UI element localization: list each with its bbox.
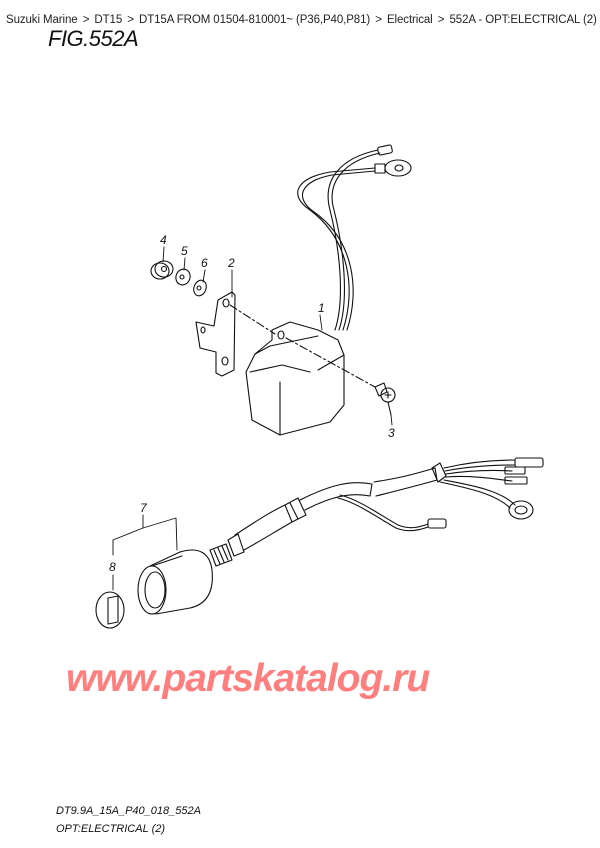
breadcrumb-item-current: 552A - OPT:ELECTRICAL (2) xyxy=(449,14,597,26)
breadcrumb-item-suzuki-marine[interactable]: Suzuki Marine xyxy=(6,14,78,26)
callout-7[interactable]: 7 xyxy=(140,501,148,515)
callout-2[interactable]: 2 xyxy=(227,256,235,270)
figure-code: DT9.9A_15A_P40_018_552A xyxy=(56,805,201,817)
callout-3[interactable]: 3 xyxy=(388,426,395,440)
breadcrumb-item-electrical[interactable]: Electrical xyxy=(386,14,433,26)
nut-part-4 xyxy=(150,260,174,280)
callout-numbers: 1 2 3 4 5 6 7 8 xyxy=(109,233,395,574)
figure-name: OPT:ELECTRICAL (2) xyxy=(56,823,166,835)
callout-6[interactable]: 6 xyxy=(201,256,208,270)
breadcrumb-separator: > xyxy=(437,14,445,26)
watermark: www.partskatalog.ru xyxy=(66,657,430,700)
washer-part-5 xyxy=(175,268,191,286)
breadcrumb-separator: > xyxy=(127,14,134,26)
box-wires xyxy=(297,144,412,331)
leader-lines xyxy=(112,246,393,591)
callout-1[interactable]: 1 xyxy=(318,301,325,315)
box-part-1 xyxy=(229,304,376,436)
breadcrumb-item-model[interactable]: DT15A FROM 01504-810001~ (P36,P40,P81) xyxy=(139,14,371,26)
harness-part-7 xyxy=(137,457,544,615)
breadcrumb: Suzuki Marine > DT15 > DT15A FROM 01504-… xyxy=(6,14,600,26)
screw-part-3 xyxy=(374,382,396,416)
callout-5[interactable]: 5 xyxy=(181,244,188,258)
breadcrumb-item-dt15[interactable]: DT15 xyxy=(94,14,123,26)
figure-title: FIG.552A xyxy=(48,26,139,51)
callout-4[interactable]: 4 xyxy=(160,233,167,247)
breadcrumb-separator: > xyxy=(375,14,382,26)
washer-part-6 xyxy=(193,279,207,297)
cap-part-8 xyxy=(95,591,125,629)
breadcrumb-separator: > xyxy=(82,14,90,26)
callout-8[interactable]: 8 xyxy=(109,560,116,574)
bracket-part-2 xyxy=(195,291,236,377)
